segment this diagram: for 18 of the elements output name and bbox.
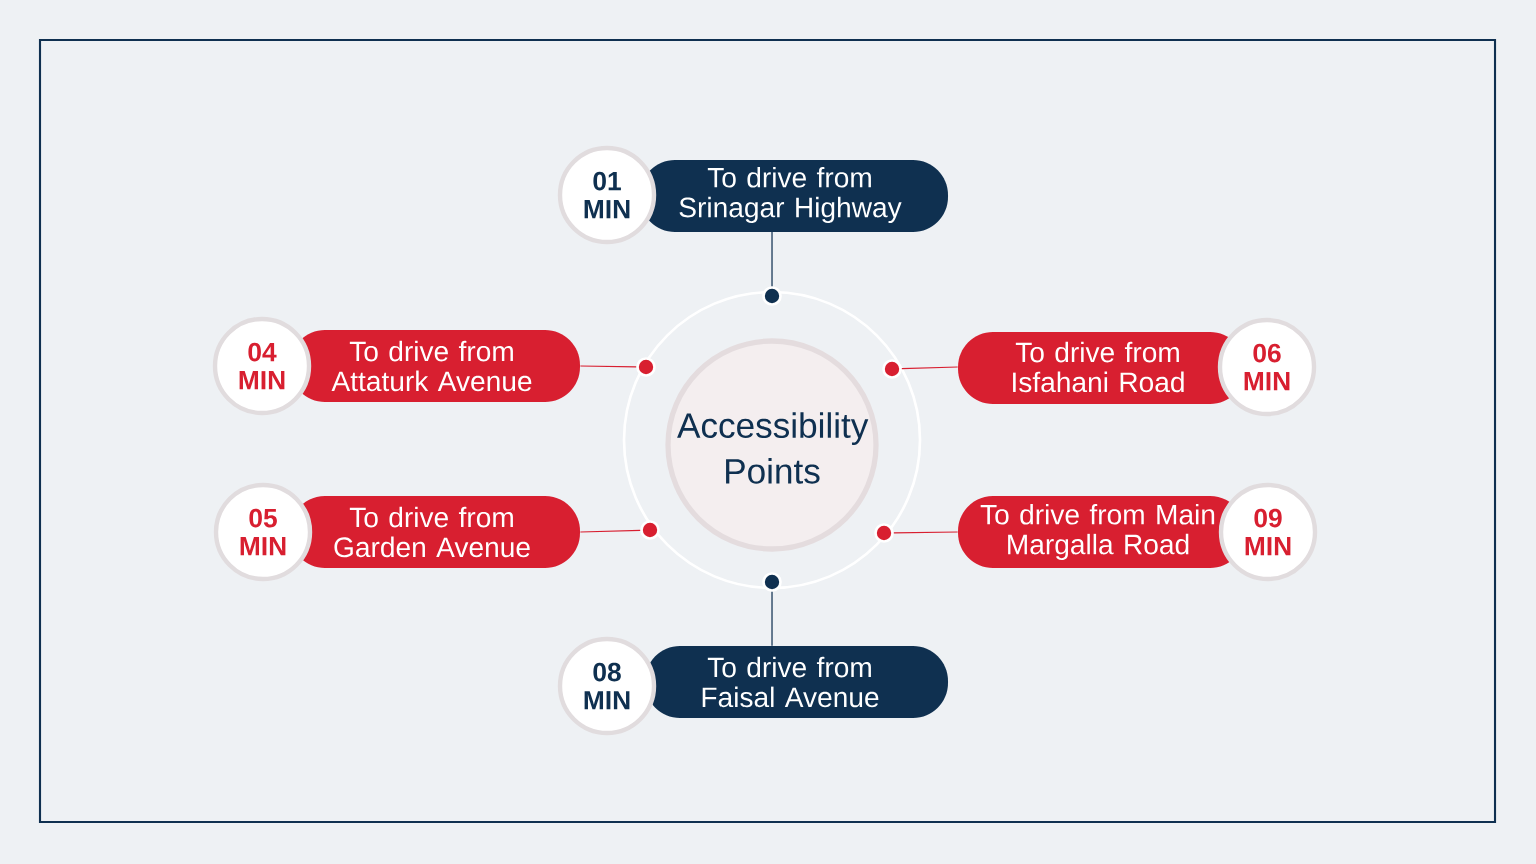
connector-line: [771, 230, 773, 287]
connector-line: [893, 531, 959, 534]
route-label: To drive from Garden Avenue: [290, 496, 580, 568]
time-badge: 06 MIN: [1217, 317, 1317, 417]
ring-dot: [640, 520, 660, 540]
connector-line: [579, 365, 637, 368]
connector-line: [579, 529, 641, 533]
time-badge: 05 MIN: [213, 482, 313, 582]
time-badge: 04 MIN: [212, 316, 312, 416]
ring-dot: [762, 286, 782, 306]
route-label: To drive from Attaturk Avenue: [290, 330, 580, 402]
connector-line: [771, 591, 773, 647]
time-badge: 08 MIN: [557, 636, 657, 736]
route-label: To drive from Srinagar Highway: [640, 160, 948, 232]
time-badge: 01 MIN: [557, 145, 657, 245]
connector-line: [901, 366, 959, 370]
time-badge: 09 MIN: [1218, 482, 1318, 582]
route-label: To drive from Faisal Avenue: [645, 646, 948, 718]
